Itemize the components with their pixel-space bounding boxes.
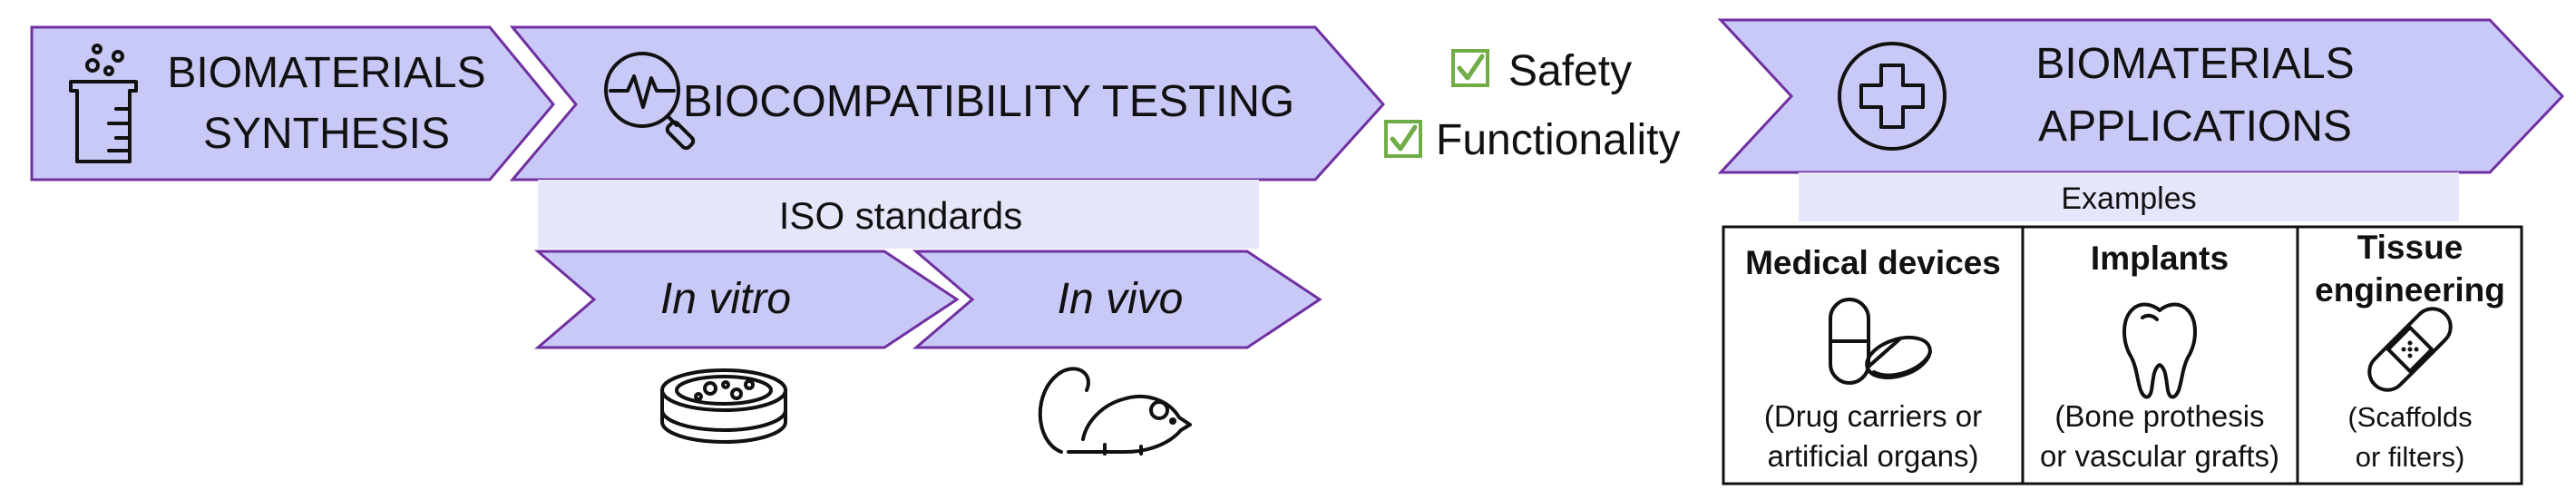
medical-devices-note-line1: (Drug carriers or — [1764, 399, 1982, 433]
functionality-checkbox-icon — [1384, 120, 1422, 158]
medical-cross-icon — [1838, 42, 1947, 151]
examples-band — [1799, 172, 2459, 221]
synthesis-label-line1: BIOMATERIALS — [167, 49, 485, 97]
petri-dish-icon — [660, 368, 787, 444]
bandage-icon — [2367, 307, 2453, 392]
tissue-engineering-title-line2: engineering — [2315, 271, 2505, 309]
examples-table — [1722, 225, 2523, 485]
medical-devices-title: Medical devices — [1745, 244, 2001, 281]
mouse-icon — [1038, 367, 1192, 456]
examples-label: Examples — [2061, 181, 2196, 216]
iso-standards-label: ISO standards — [779, 194, 1022, 237]
tissue-engineering-title-line1: Tissue — [2357, 229, 2464, 266]
applications-label-line2: APPLICATIONS — [2038, 103, 2352, 151]
testing-label: BIOCOMPATIBILITY TESTING — [683, 77, 1294, 126]
tooth-icon — [2122, 302, 2197, 399]
magnifier-waveform-icon — [604, 52, 696, 151]
implants-title: Implants — [2091, 240, 2229, 277]
medical-devices-note-line2: artificial organs) — [1768, 439, 1979, 473]
safety-label: Safety — [1508, 47, 1632, 95]
synthesis-chevron — [30, 25, 555, 181]
tissue-engineering-note-line2: or filters) — [2356, 441, 2465, 473]
tissue-engineering-note-line1: (Scaffolds — [2347, 401, 2472, 433]
in-vitro-label: In vitro — [660, 275, 791, 323]
functionality-label: Functionality — [1436, 116, 1680, 164]
implants-note-line1: (Bone prothesis — [2054, 399, 2264, 433]
synthesis-label-line2: SYNTHESIS — [203, 110, 450, 158]
iso-band — [538, 180, 1259, 249]
safety-checkbox-icon — [1451, 49, 1489, 87]
implants-note-line2: or vascular grafts) — [2040, 439, 2279, 473]
applications-label-line1: BIOMATERIALS — [2035, 40, 2354, 88]
in-vivo-chevron — [912, 250, 1322, 349]
in-vivo-label: In vivo — [1058, 275, 1184, 323]
in-vitro-chevron — [533, 250, 960, 349]
beaker-icon — [69, 44, 138, 163]
applications-chevron — [1717, 18, 2565, 174]
pills-icon — [1829, 298, 1932, 385]
testing-chevron — [509, 25, 1386, 181]
